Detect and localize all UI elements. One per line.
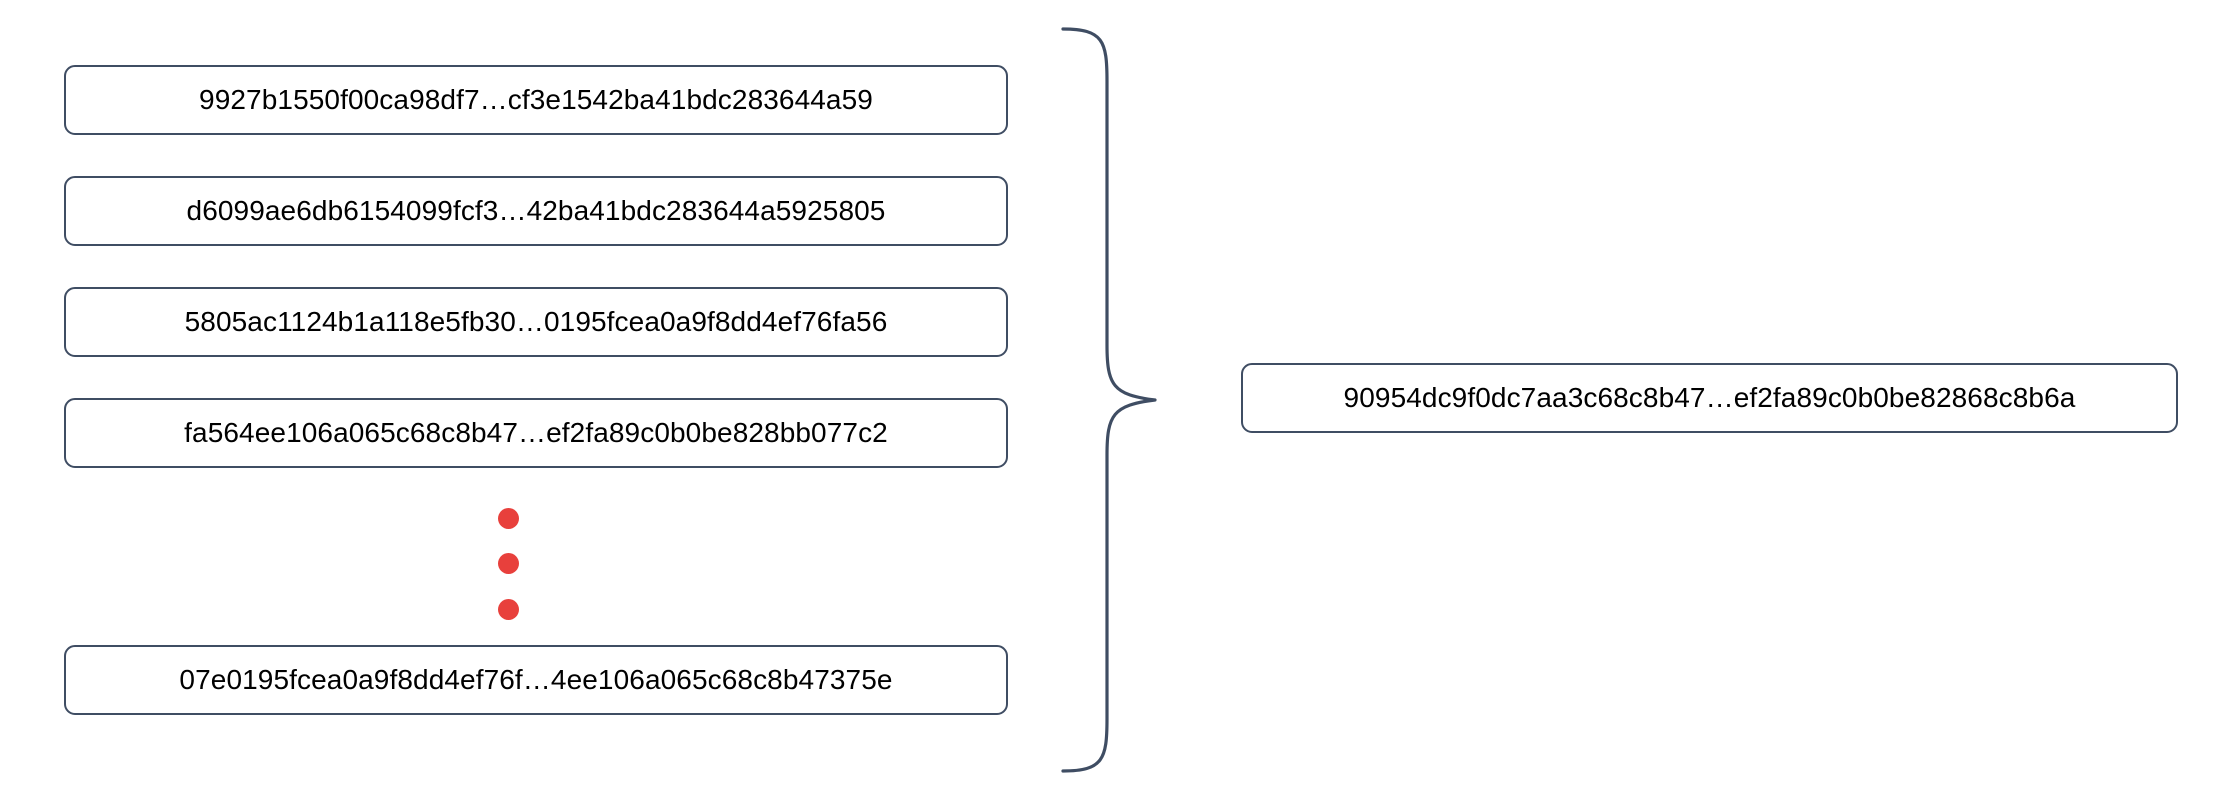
brace-path <box>1061 27 1157 773</box>
hash-box-3-label: 5805ac1124b1a118e5fb30…0195fcea0a9f8dd4e… <box>184 306 888 337</box>
ellipsis-dot-icon <box>498 508 519 529</box>
hash-box-1-label: 9927b1550f00ca98df7…cf3e1542ba41bdc28364… <box>199 84 873 115</box>
right-curly-brace-icon <box>1055 25 1195 775</box>
hash-box-4[interactable]: fa564ee106a065c68c8b47…ef2fa89c0b0be828b… <box>64 398 1008 468</box>
hash-box-last[interactable]: 07e0195fcea0a9f8dd4ef76f…4ee106a065c68c8… <box>64 645 1008 715</box>
hash-box-2-label: d6099ae6db6154099fcf3…42ba41bdc283644a59… <box>186 195 886 226</box>
hash-box-4-label: fa564ee106a065c68c8b47…ef2fa89c0b0be828b… <box>184 417 888 448</box>
hash-box-root[interactable]: 90954dc9f0dc7aa3c68c8b47…ef2fa89c0b0be82… <box>1241 363 2178 433</box>
ellipsis-dot-icon <box>498 553 519 574</box>
hash-box-root-label: 90954dc9f0dc7aa3c68c8b47…ef2fa89c0b0be82… <box>1343 382 2076 413</box>
hash-box-2[interactable]: d6099ae6db6154099fcf3…42ba41bdc283644a59… <box>64 176 1008 246</box>
vertical-ellipsis-icon <box>498 500 524 630</box>
ellipsis-dot-icon <box>498 599 519 620</box>
hash-box-3[interactable]: 5805ac1124b1a118e5fb30…0195fcea0a9f8dd4e… <box>64 287 1008 357</box>
hash-box-last-label: 07e0195fcea0a9f8dd4ef76f…4ee106a065c68c8… <box>179 664 893 695</box>
brace-svg <box>1061 27 1157 773</box>
hash-box-1[interactable]: 9927b1550f00ca98df7…cf3e1542ba41bdc28364… <box>64 65 1008 135</box>
